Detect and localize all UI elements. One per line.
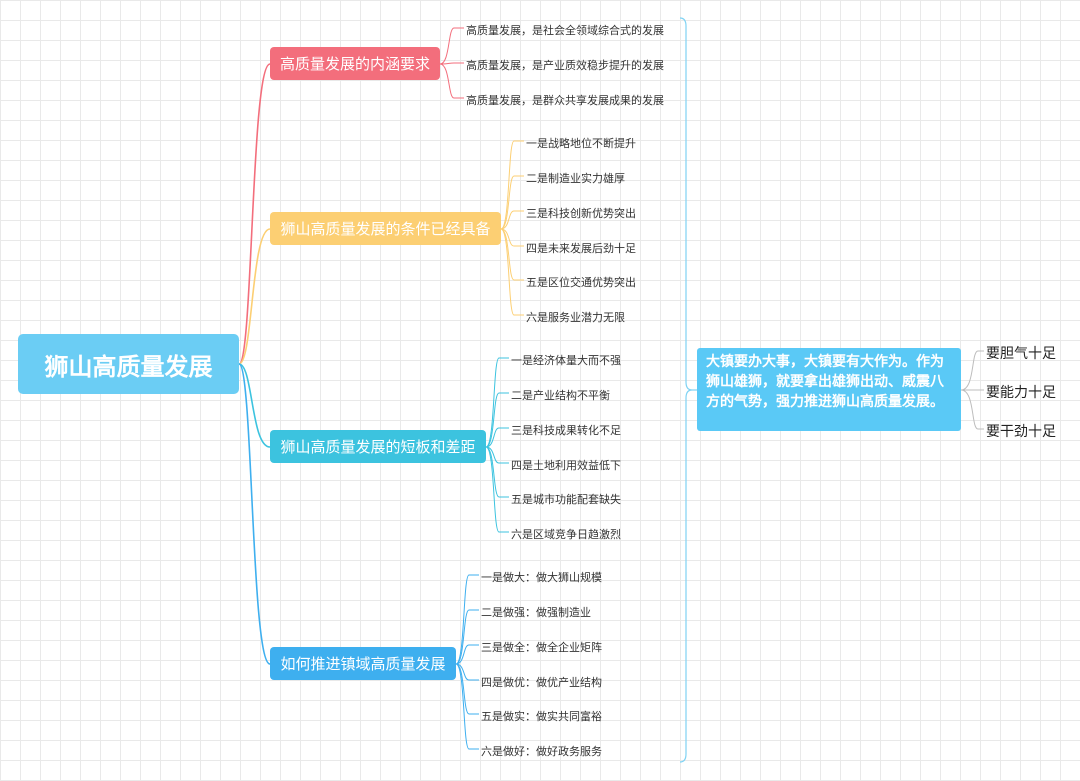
leaf-connector: [455, 663, 479, 681]
branch-how-to-promote[interactable]: 如何推进镇域高质量发展: [270, 647, 456, 680]
leaf-item[interactable]: 六是做好：做好政务服务: [481, 745, 602, 758]
summary-box[interactable]: 大镇要办大事，大镇要有大作为。作为狮山雄狮，就要拿出雄狮出动、威震八方的气势，强…: [697, 348, 961, 431]
leaf-connector: [485, 357, 509, 448]
leaf-connector: [439, 27, 464, 65]
leaf-connector: [455, 609, 479, 665]
leaf-connector: [455, 574, 479, 665]
leaf-item[interactable]: 六是区域竞争日趋激烈: [511, 528, 621, 541]
leaf-item[interactable]: 三是科技创新优势突出: [526, 207, 636, 220]
root-branch-connector: [238, 63, 271, 365]
leaf-item[interactable]: 五是做实：做实共同富裕: [481, 710, 602, 723]
leaf-connector: [485, 427, 509, 448]
leaf-connector: [439, 62, 464, 65]
leaf-item[interactable]: 高质量发展，是产业质效稳步提升的发展: [466, 59, 664, 72]
leaf-connector: [485, 446, 509, 498]
leaf-item[interactable]: 六是服务业潜力无限: [526, 311, 625, 324]
leaf-connector: [455, 644, 479, 665]
summary-brace: [679, 17, 693, 763]
leaf-item[interactable]: 五是区位交通优势突出: [526, 276, 636, 289]
branch-shortcomings[interactable]: 狮山高质量发展的短板和差距: [270, 430, 486, 463]
leaf-connector: [485, 446, 509, 533]
leaf-item[interactable]: 三是做全：做全企业矩阵: [481, 641, 602, 654]
leaf-item[interactable]: 一是做大：做大狮山规模: [481, 571, 602, 584]
leaf-connector: [485, 446, 509, 464]
leaf-item[interactable]: 高质量发展，是群众共享发展成果的发展: [466, 94, 664, 107]
leaf-connector: [455, 663, 479, 750]
leaf-item[interactable]: 二是制造业实力雄厚: [526, 172, 625, 185]
leaf-item[interactable]: 五是城市功能配套缺失: [511, 493, 621, 506]
root-branch-connector: [238, 363, 271, 448]
leaf-connector: [500, 175, 524, 230]
requirement-item[interactable]: 要胆气十足: [986, 346, 1056, 362]
leaf-item[interactable]: 二是产业结构不平衡: [511, 389, 610, 402]
leaf-item[interactable]: 一是战略地位不断提升: [526, 137, 636, 150]
root-branch-connector: [238, 228, 271, 365]
leaf-connector: [439, 63, 464, 99]
leaf-item[interactable]: 四是做优：做优产业结构: [481, 676, 602, 689]
leaf-connector: [485, 392, 509, 448]
leaf-connector: [500, 228, 524, 281]
root-topic[interactable]: 狮山高质量发展: [18, 334, 239, 394]
requirement-connector: [960, 389, 984, 430]
requirement-item[interactable]: 要干劲十足: [986, 424, 1056, 440]
root-branch-connector: [238, 363, 271, 665]
leaf-item[interactable]: 一是经济体量大而不强: [511, 354, 621, 367]
leaf-connector: [500, 228, 524, 247]
branch-connotation[interactable]: 高质量发展的内涵要求: [270, 47, 440, 80]
leaf-item[interactable]: 三是科技成果转化不足: [511, 424, 621, 437]
leaf-item[interactable]: 高质量发展，是社会全领域综合式的发展: [466, 24, 664, 37]
leaf-connector: [455, 663, 479, 715]
leaf-connector: [500, 228, 524, 316]
branch-conditions[interactable]: 狮山高质量发展的条件已经具备: [270, 212, 501, 245]
requirement-item[interactable]: 要能力十足: [986, 385, 1056, 401]
leaf-item[interactable]: 二是做强：做强制造业: [481, 606, 591, 619]
leaf-item[interactable]: 四是土地利用效益低下: [511, 459, 621, 472]
leaf-connector: [500, 140, 524, 230]
requirement-connector: [960, 350, 984, 391]
leaf-connector: [500, 210, 524, 230]
leaf-item[interactable]: 四是未来发展后劲十足: [526, 242, 636, 255]
